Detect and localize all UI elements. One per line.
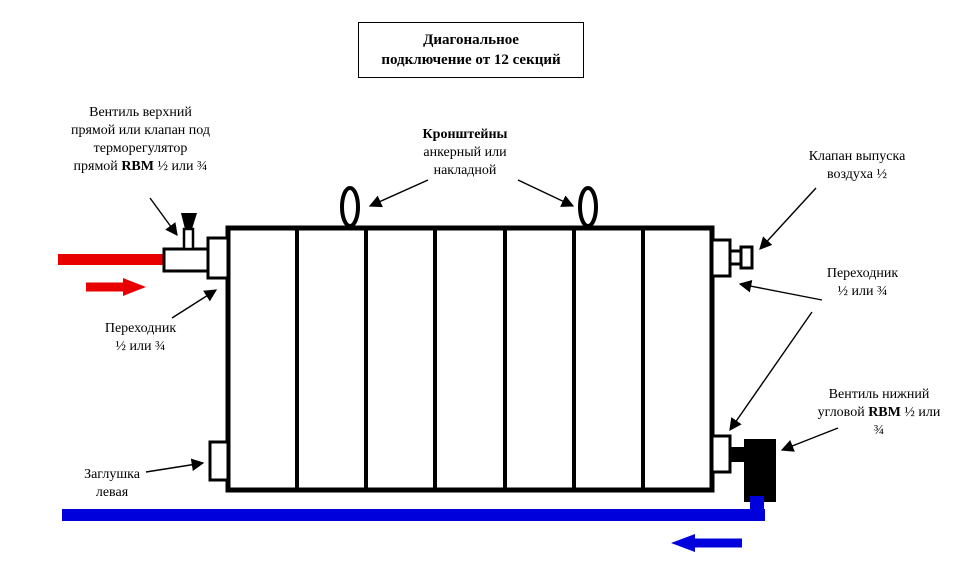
label-adapter-left: Переходник ½ или ¾ xyxy=(78,320,203,356)
leader-valve-bottom xyxy=(780,427,839,452)
label-line: прямой RBM ½ или ¾ xyxy=(73,159,208,174)
label-line: воздуха ½ xyxy=(827,167,887,182)
label-line: угловой RBM ½ или xyxy=(817,405,941,420)
title-line-2: подключение от 12 секций xyxy=(381,52,561,68)
label-line: ½ или ¾ xyxy=(837,284,888,299)
diagram-title: Диагональное подключение от 12 секций xyxy=(358,22,584,78)
label-plug-left: Заглушка левая xyxy=(62,466,162,502)
label-brackets: Кронштейны анкерный или накладной xyxy=(385,126,545,180)
air-valve-stub xyxy=(728,249,743,266)
label-line: Клапан выпуска xyxy=(808,149,906,164)
top-valve-handle xyxy=(181,213,197,229)
title-line-1: Диагональное xyxy=(423,32,519,48)
label-line: Кронштейны xyxy=(422,127,508,142)
label-valve-bottom: Вентиль нижний угловой RBM ½ или ¾ xyxy=(800,386,958,440)
supply-pipe xyxy=(58,254,166,265)
bottom-valve-body xyxy=(744,439,776,502)
label-line: Переходник xyxy=(104,321,177,336)
leader-adapter-left xyxy=(171,289,218,319)
leader-plug-left xyxy=(145,458,205,473)
leader-adapter-right-top xyxy=(738,279,823,301)
label-line: накладной xyxy=(433,163,497,178)
label-line: Вентиль нижний xyxy=(828,387,930,402)
leader-air-valve xyxy=(759,187,817,250)
leader-adapter-right-bottom xyxy=(729,311,813,432)
label-line: Заглушка xyxy=(84,467,140,482)
top-valve-body xyxy=(162,247,212,273)
adapter-right-bottom-flange xyxy=(710,434,732,474)
label-line: анкерный или xyxy=(423,145,507,160)
bottom-valve-stub xyxy=(730,447,746,462)
label-line: Переходник xyxy=(826,266,899,281)
label-line: терморегулятор xyxy=(93,141,188,156)
label-line: Вентиль верхний xyxy=(89,105,192,120)
air-valve-cap xyxy=(739,245,754,270)
label-line: ¾ xyxy=(873,423,885,438)
return-flow-arrow-head xyxy=(671,534,695,552)
leader-valve-top xyxy=(149,197,178,237)
adapter-right-top-flange xyxy=(710,238,732,278)
radiator-body xyxy=(225,225,715,493)
label-valve-top: Вентиль верхний прямой или клапан под те… xyxy=(38,104,243,176)
label-adapter-right: Переходник ½ или ¾ xyxy=(800,265,925,301)
leader-bracket-left xyxy=(368,179,429,208)
label-line: левая xyxy=(95,485,129,500)
top-valve-stem xyxy=(182,227,195,251)
label-line: прямой или клапан под xyxy=(71,123,210,138)
label-line: ½ или ¾ xyxy=(115,339,166,354)
adapter-left-flange xyxy=(206,236,230,280)
bracket-loop-left xyxy=(340,186,360,228)
bracket-loop-right xyxy=(578,186,598,228)
label-air-valve: Клапан выпуска воздуха ½ xyxy=(778,148,936,184)
leader-bracket-right xyxy=(517,179,575,207)
plug-left-fitting xyxy=(208,440,230,482)
supply-flow-arrow-head xyxy=(123,278,146,296)
return-pipe xyxy=(62,509,765,521)
